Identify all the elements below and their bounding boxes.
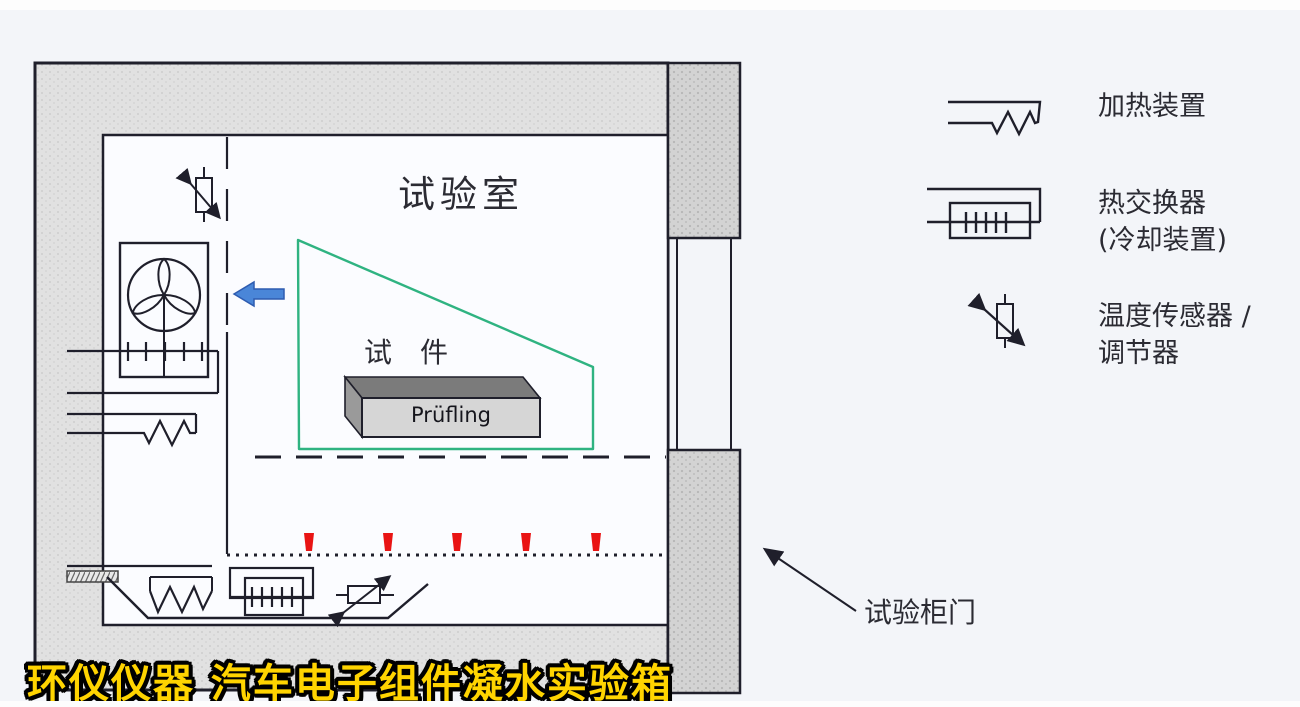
specimen-box (343, 374, 542, 440)
drip-arrow-icon (591, 533, 601, 551)
chamber-temperature-sensor-icon (175, 167, 221, 222)
door-callout-arrow (762, 547, 857, 612)
legend-item-temperature-sensor: 温度传感器 / 调节器 (1098, 298, 1251, 372)
watermark-caption: 环仪仪器 汽车电子组件凝水实验箱 (27, 661, 673, 707)
basin-heat-exchanger-icon (228, 566, 315, 617)
test-zone-outline (296, 238, 595, 451)
legend-item-heat-exchanger: 热交换器 (冷却装置) (1098, 185, 1227, 259)
legend-heat-exchanger-icon (927, 187, 1042, 240)
water-basin (106, 576, 429, 620)
fan-heat-exchanger-icon (67, 342, 220, 395)
legend-item-temperature-sensor-label-line2: 调节器 (1098, 338, 1179, 369)
legend-item-heat-exchanger-label-line1: 热交换器 (1098, 188, 1206, 219)
legend-item-temperature-sensor-label-line1: 温度传感器 / (1098, 301, 1251, 332)
basin-temperature-sensor-icon (327, 575, 394, 628)
water-feed-pipe (66, 564, 212, 583)
door-bottom-block (666, 448, 742, 695)
legend-item-heat-exchanger-label-line2: (冷却装置) (1098, 225, 1228, 256)
door-top-block (666, 61, 742, 240)
drip-arrow-icon (304, 533, 314, 551)
wall-heater-icon (67, 412, 198, 448)
airflow-arrow-icon (232, 280, 285, 308)
basin-heater-icon (148, 584, 213, 615)
fan-icon (118, 241, 210, 379)
bottom-margin (0, 701, 1300, 707)
specimen-label: 试 件 (364, 336, 449, 369)
door-label: 试验柜门 (864, 596, 977, 629)
specimen-box-label: Prüfling (411, 403, 491, 427)
drip-arrow-icon (452, 533, 462, 551)
chamber-title: 试验室 (398, 173, 524, 216)
drip-arrow-icon (521, 533, 531, 551)
legend-item-heater-label: 加热装置 (1098, 91, 1206, 122)
legend-temperature-sensor-icon (967, 292, 1026, 348)
legend-heater-icon (948, 100, 1042, 137)
legend-item-heater: 加热装置 (1098, 88, 1206, 125)
drip-arrow-icon (383, 533, 393, 551)
top-margin (0, 0, 1300, 10)
condensation-drip-arrows (304, 533, 601, 551)
